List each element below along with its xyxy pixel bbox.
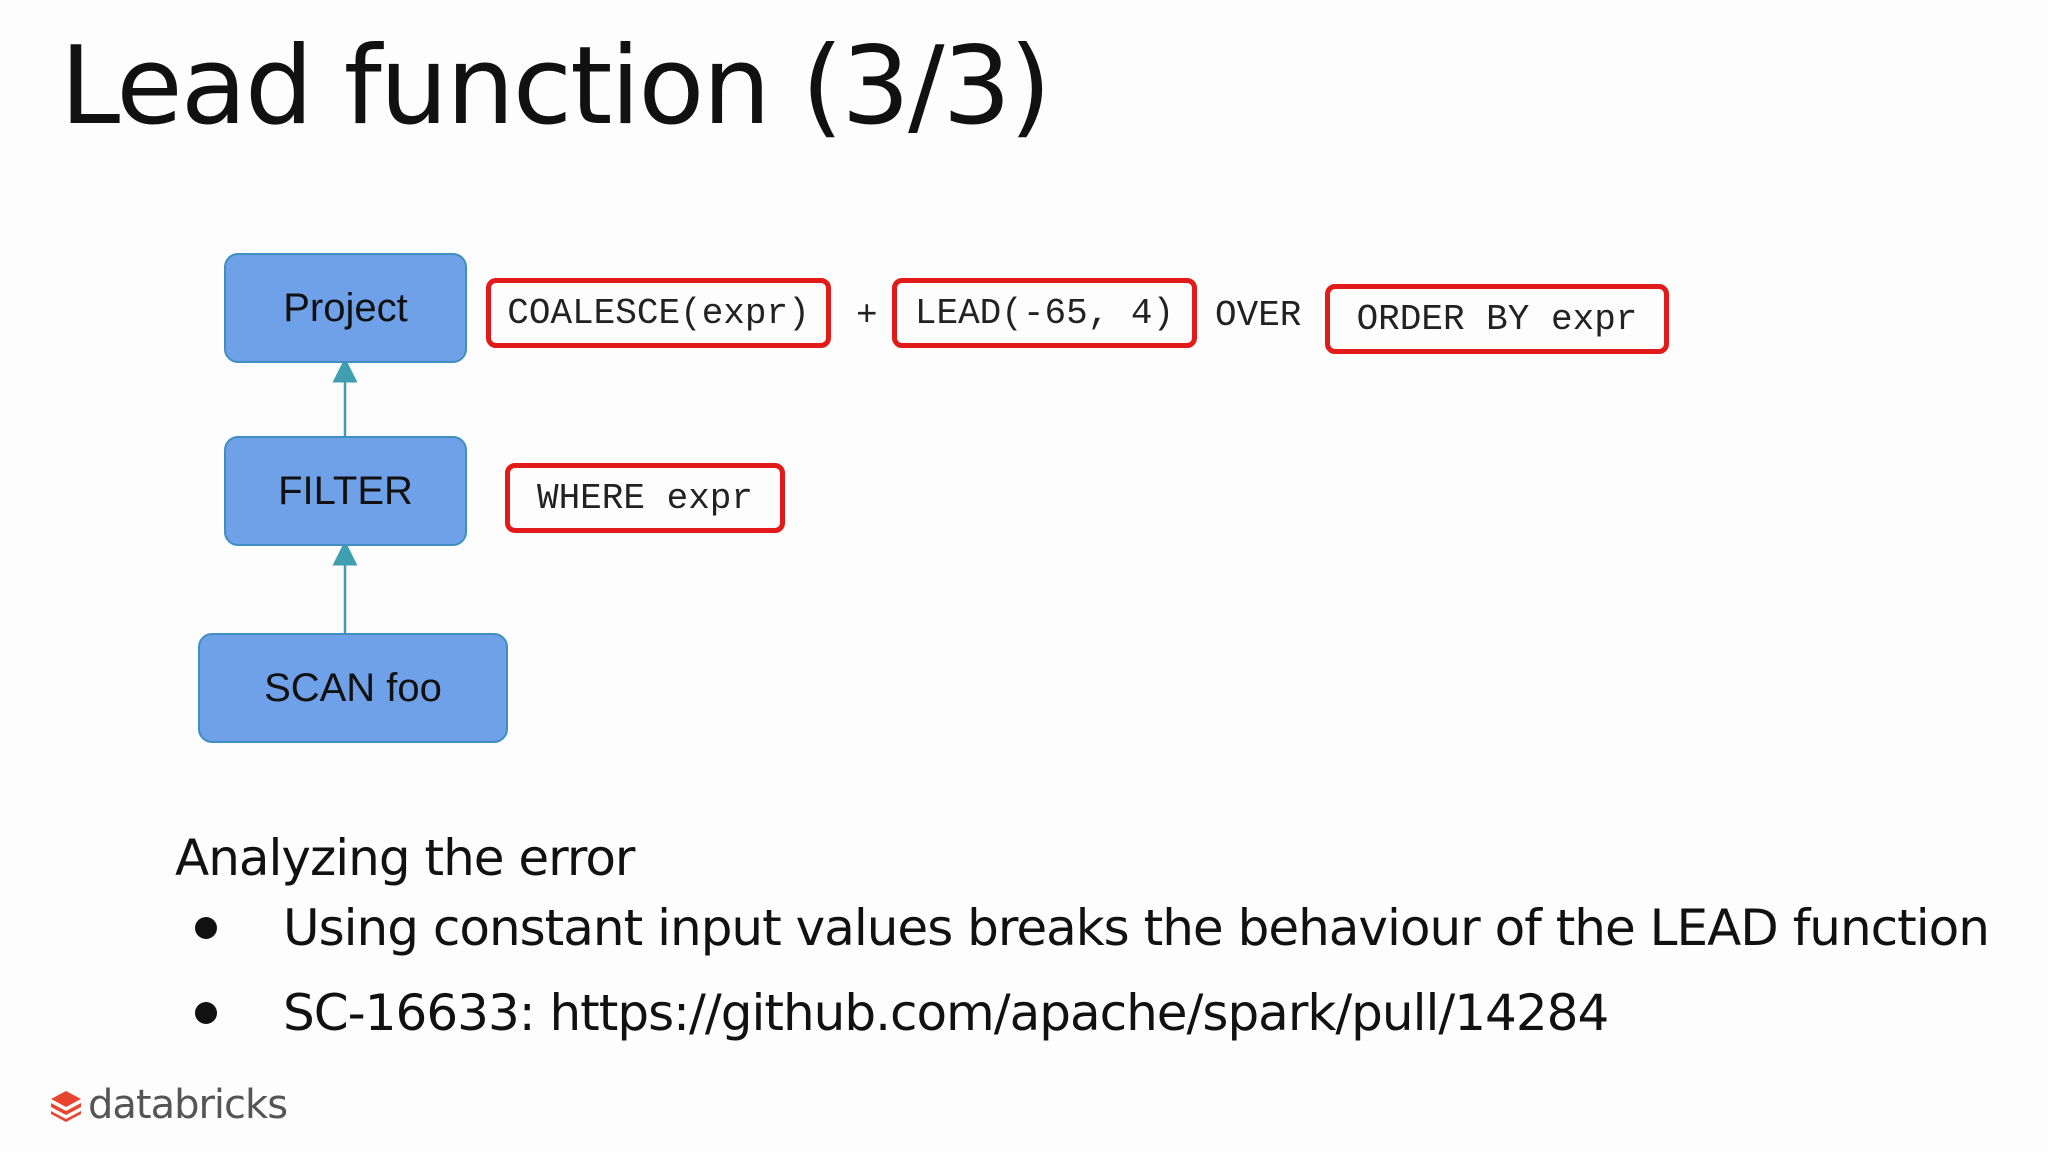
- project-node: Project: [224, 253, 467, 363]
- bullet-dot-icon: [195, 1001, 217, 1024]
- bullet-item: Using constant input values breaks the b…: [195, 896, 1990, 960]
- slide-title: Lead function (3/3): [60, 24, 1051, 149]
- analysis-heading: Analyzing the error: [175, 829, 635, 887]
- lead-expr-highlight: LEAD(-65, 4): [892, 278, 1197, 348]
- plus-operator: +: [856, 295, 878, 336]
- filter-node: FILTER: [224, 436, 467, 546]
- order-by-expr-highlight: ORDER BY expr: [1325, 284, 1669, 354]
- bullet-text: Using constant input values breaks the b…: [283, 899, 1990, 957]
- bullet-text: SC-16633: https://github.com/apache/spar…: [283, 984, 1609, 1042]
- coalesce-expr-highlight: COALESCE(expr): [486, 278, 831, 348]
- over-keyword: OVER: [1215, 295, 1302, 336]
- databricks-logo-icon: [51, 1091, 81, 1122]
- bullet-dot-icon: [195, 916, 217, 939]
- bullet-item: SC-16633: https://github.com/apache/spar…: [195, 981, 1609, 1045]
- scan-node: SCAN foo: [198, 633, 508, 743]
- logo-text: databricks: [88, 1082, 288, 1128]
- databricks-logo: databricks: [48, 1082, 288, 1128]
- where-expr-highlight: WHERE expr: [505, 463, 785, 533]
